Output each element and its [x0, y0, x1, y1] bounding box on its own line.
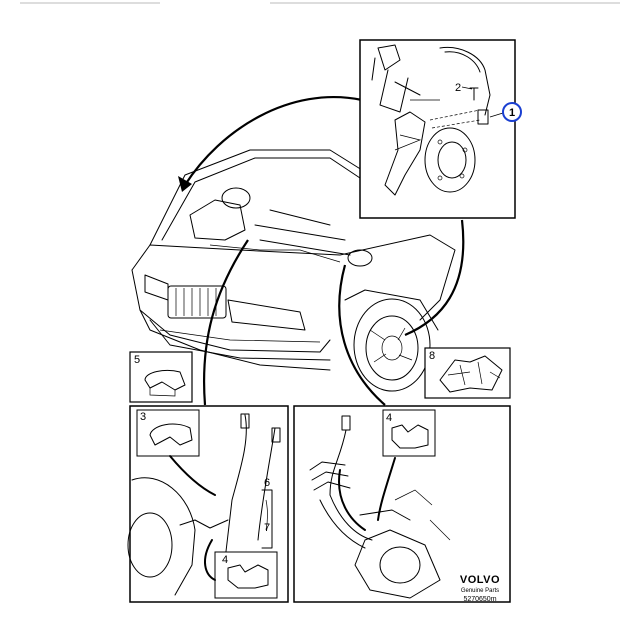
callout-1-marker[interactable]: 1 — [489, 102, 522, 122]
callout-3: 3 — [140, 411, 146, 423]
detail-box-bottom-left — [127, 405, 289, 603]
callout-1: 1 — [509, 107, 515, 119]
arrow-from-wheel — [404, 219, 465, 337]
callout-5: 5 — [134, 354, 140, 366]
detail-box-5 — [129, 351, 193, 403]
callout-6: 6 — [264, 477, 270, 489]
brand-block: VOLVO Genuine Parts 5270650m — [460, 574, 500, 603]
brand-subtitle: Genuine Parts — [461, 588, 499, 594]
arrow-to-top-detail — [184, 95, 363, 186]
callout-4-left: 4 — [222, 554, 228, 566]
detail-box-8 — [424, 347, 511, 399]
reference-code: 5270650m — [463, 596, 496, 603]
arrow-to-bottom-right — [338, 264, 386, 406]
callout-7: 7 — [264, 522, 270, 534]
callout-4-right: 4 — [386, 412, 392, 424]
detail-box-top — [359, 39, 516, 219]
arrow-to-bottom-left — [202, 239, 249, 406]
callout-8: 8 — [429, 350, 435, 362]
detail-box-bottom-right — [293, 405, 511, 603]
car-front-illustration — [131, 149, 456, 392]
callout-2: 2 — [455, 82, 461, 94]
brand-name: VOLVO — [460, 574, 500, 586]
arrow-head-top — [178, 176, 192, 192]
